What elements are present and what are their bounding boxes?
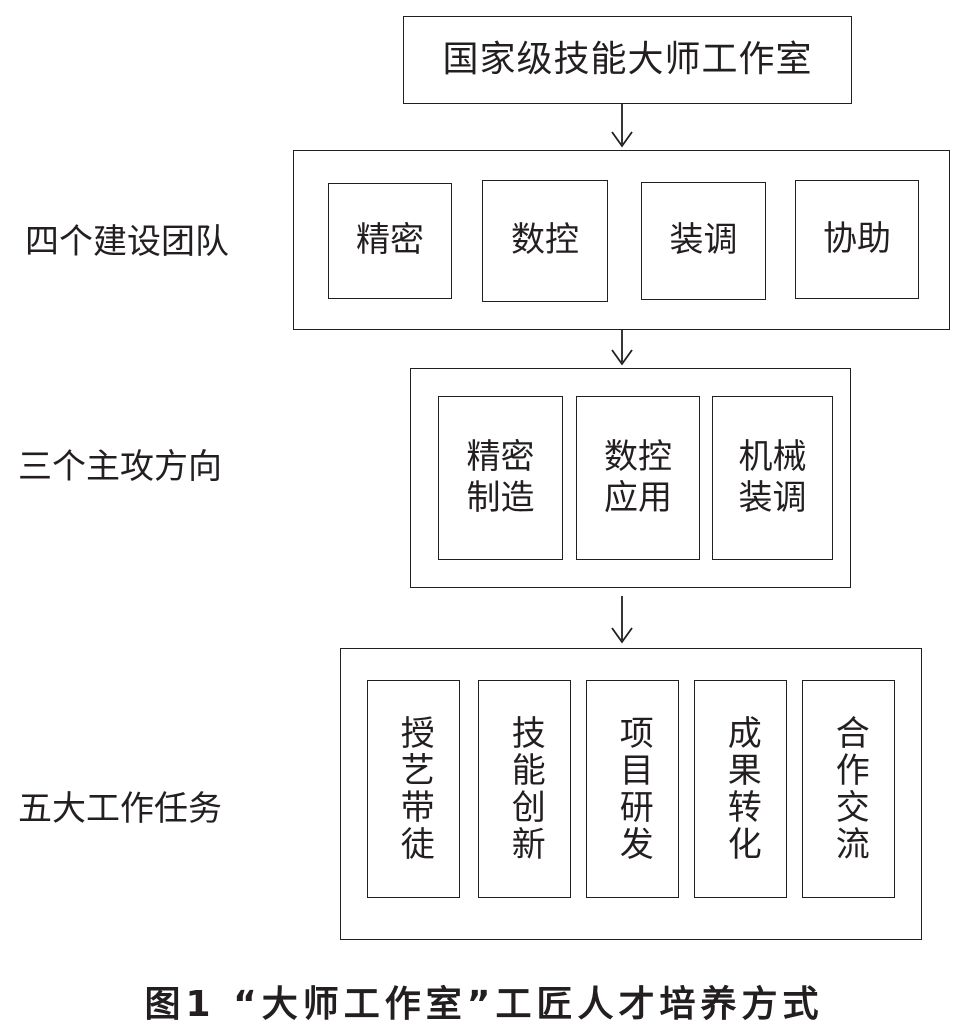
team-box: 协助 [795,180,919,299]
task-box: 授艺带徒 [367,680,460,898]
direction-box: 精密 制造 [438,396,563,560]
team-box: 精密 [328,183,452,299]
tier-label-directions: 三个主攻方向 [18,447,222,487]
team-box: 数控 [482,180,608,302]
task-box: 技能创新 [478,680,571,898]
task-box: 项目研发 [586,680,679,898]
arrow-head-3 [611,627,633,644]
arrow-head-1 [611,131,633,148]
arrow-head-2 [611,349,633,366]
team-box: 装调 [641,182,766,300]
direction-box: 机械 装调 [712,396,833,560]
task-box: 成果转化 [694,680,787,898]
tier-label-tasks: 五大工作任务 [18,789,222,829]
tier-label-teams: 四个建设团队 [25,222,229,262]
top-box: 国家级技能大师工作室 [403,16,852,104]
direction-box: 数控 应用 [576,396,700,560]
figure-caption: 图1 “大师工作室”工匠人才培养方式 [144,984,824,1025]
task-box: 合作交流 [802,680,895,898]
